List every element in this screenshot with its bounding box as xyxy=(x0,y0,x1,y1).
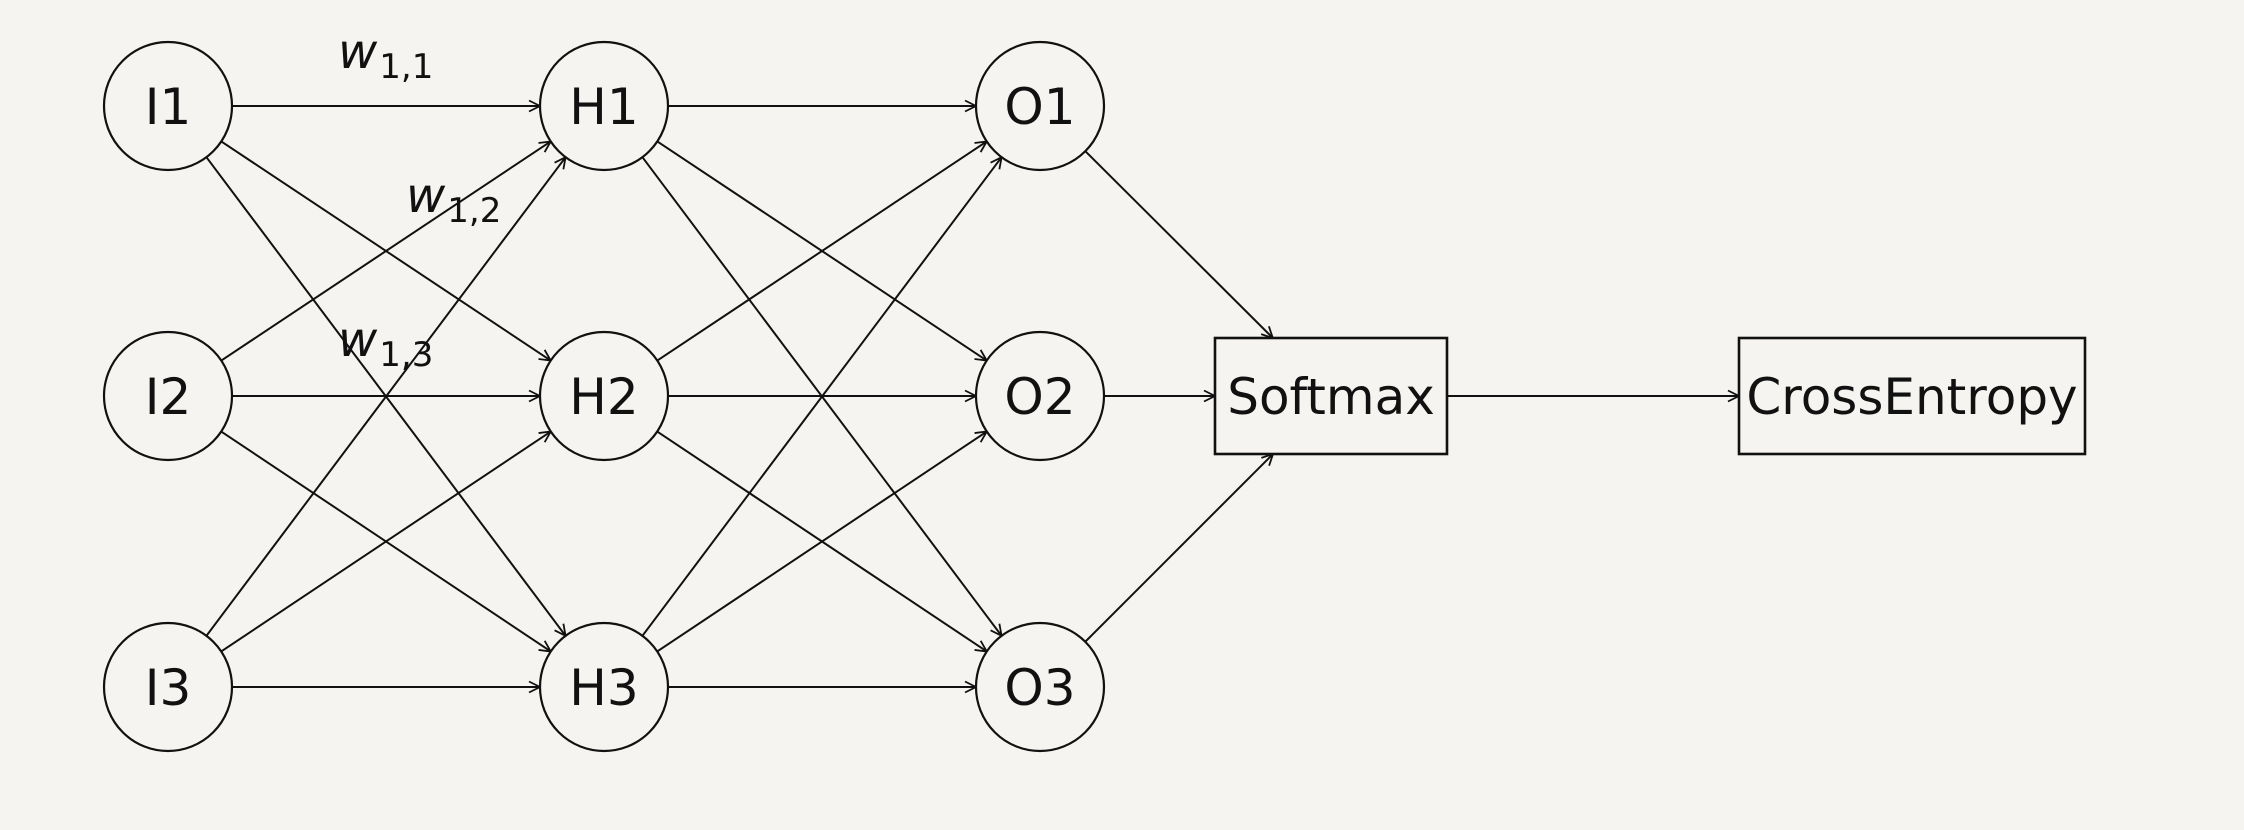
node-i2-circle xyxy=(102,330,234,462)
node-i1: I1 xyxy=(102,40,234,172)
weight-label-3: w1,3 xyxy=(338,312,433,375)
node-o3-label: O3 xyxy=(1004,659,1075,717)
node-h1-label: H1 xyxy=(569,78,638,136)
node-i1-circle xyxy=(102,40,234,172)
node-ce-label: CrossEntropy xyxy=(1746,368,2077,426)
node-h2-label: H2 xyxy=(569,368,638,426)
weight-symbol: w xyxy=(338,312,378,368)
node-o3: O3 xyxy=(974,621,1106,753)
edge-h3-to-o1 xyxy=(641,157,1001,637)
node-i2-label: I2 xyxy=(145,368,192,426)
weight-symbol: w xyxy=(338,24,378,80)
edge-h3-to-o2 xyxy=(656,432,987,653)
node-ce: CrossEntropy xyxy=(1737,336,2087,456)
weight-subscript: 1,1 xyxy=(379,47,433,87)
weight-symbol: w xyxy=(406,168,446,224)
node-o1-circle xyxy=(974,40,1106,172)
node-sm: Softmax xyxy=(1213,336,1449,456)
weight-label-1: w1,1 xyxy=(338,24,433,87)
weight-label-2: w1,2 xyxy=(406,168,501,231)
node-i2: I2 xyxy=(102,330,234,462)
node-i3: I3 xyxy=(102,621,234,753)
node-sm-label: Softmax xyxy=(1227,368,1435,426)
node-h1-circle xyxy=(538,40,670,172)
edges-layer xyxy=(205,106,1739,687)
edge-h2-to-o1 xyxy=(656,141,986,362)
node-h3: H3 xyxy=(538,621,670,753)
node-o2-label: O2 xyxy=(1004,368,1075,426)
node-o1-label: O1 xyxy=(1004,78,1075,136)
edge-i3-to-h1 xyxy=(205,157,565,637)
node-o1: O1 xyxy=(974,40,1106,172)
edge-i2-to-h1 xyxy=(220,141,550,362)
node-h2-circle xyxy=(538,330,670,462)
node-h3-circle xyxy=(538,621,670,753)
node-sm-box xyxy=(1213,336,1449,456)
node-i1-label: I1 xyxy=(145,78,192,136)
node-h2: H2 xyxy=(538,330,670,462)
edge-o1-to-sm xyxy=(1084,150,1272,338)
node-ce-box xyxy=(1737,336,2087,456)
edge-o3-to-sm xyxy=(1084,454,1273,643)
node-h1: H1 xyxy=(538,40,670,172)
node-i3-circle xyxy=(102,621,234,753)
node-i3-label: I3 xyxy=(145,659,192,717)
node-h3-label: H3 xyxy=(569,659,638,717)
node-o2: O2 xyxy=(974,330,1106,462)
weight-subscript: 1,3 xyxy=(379,335,433,375)
edge-i3-to-h2 xyxy=(220,432,551,653)
weight-subscript: 1,2 xyxy=(447,191,501,231)
weight-labels-layer: w1,1w1,2w1,3 xyxy=(338,24,501,375)
node-o3-circle xyxy=(974,621,1106,753)
node-o2-circle xyxy=(974,330,1106,462)
